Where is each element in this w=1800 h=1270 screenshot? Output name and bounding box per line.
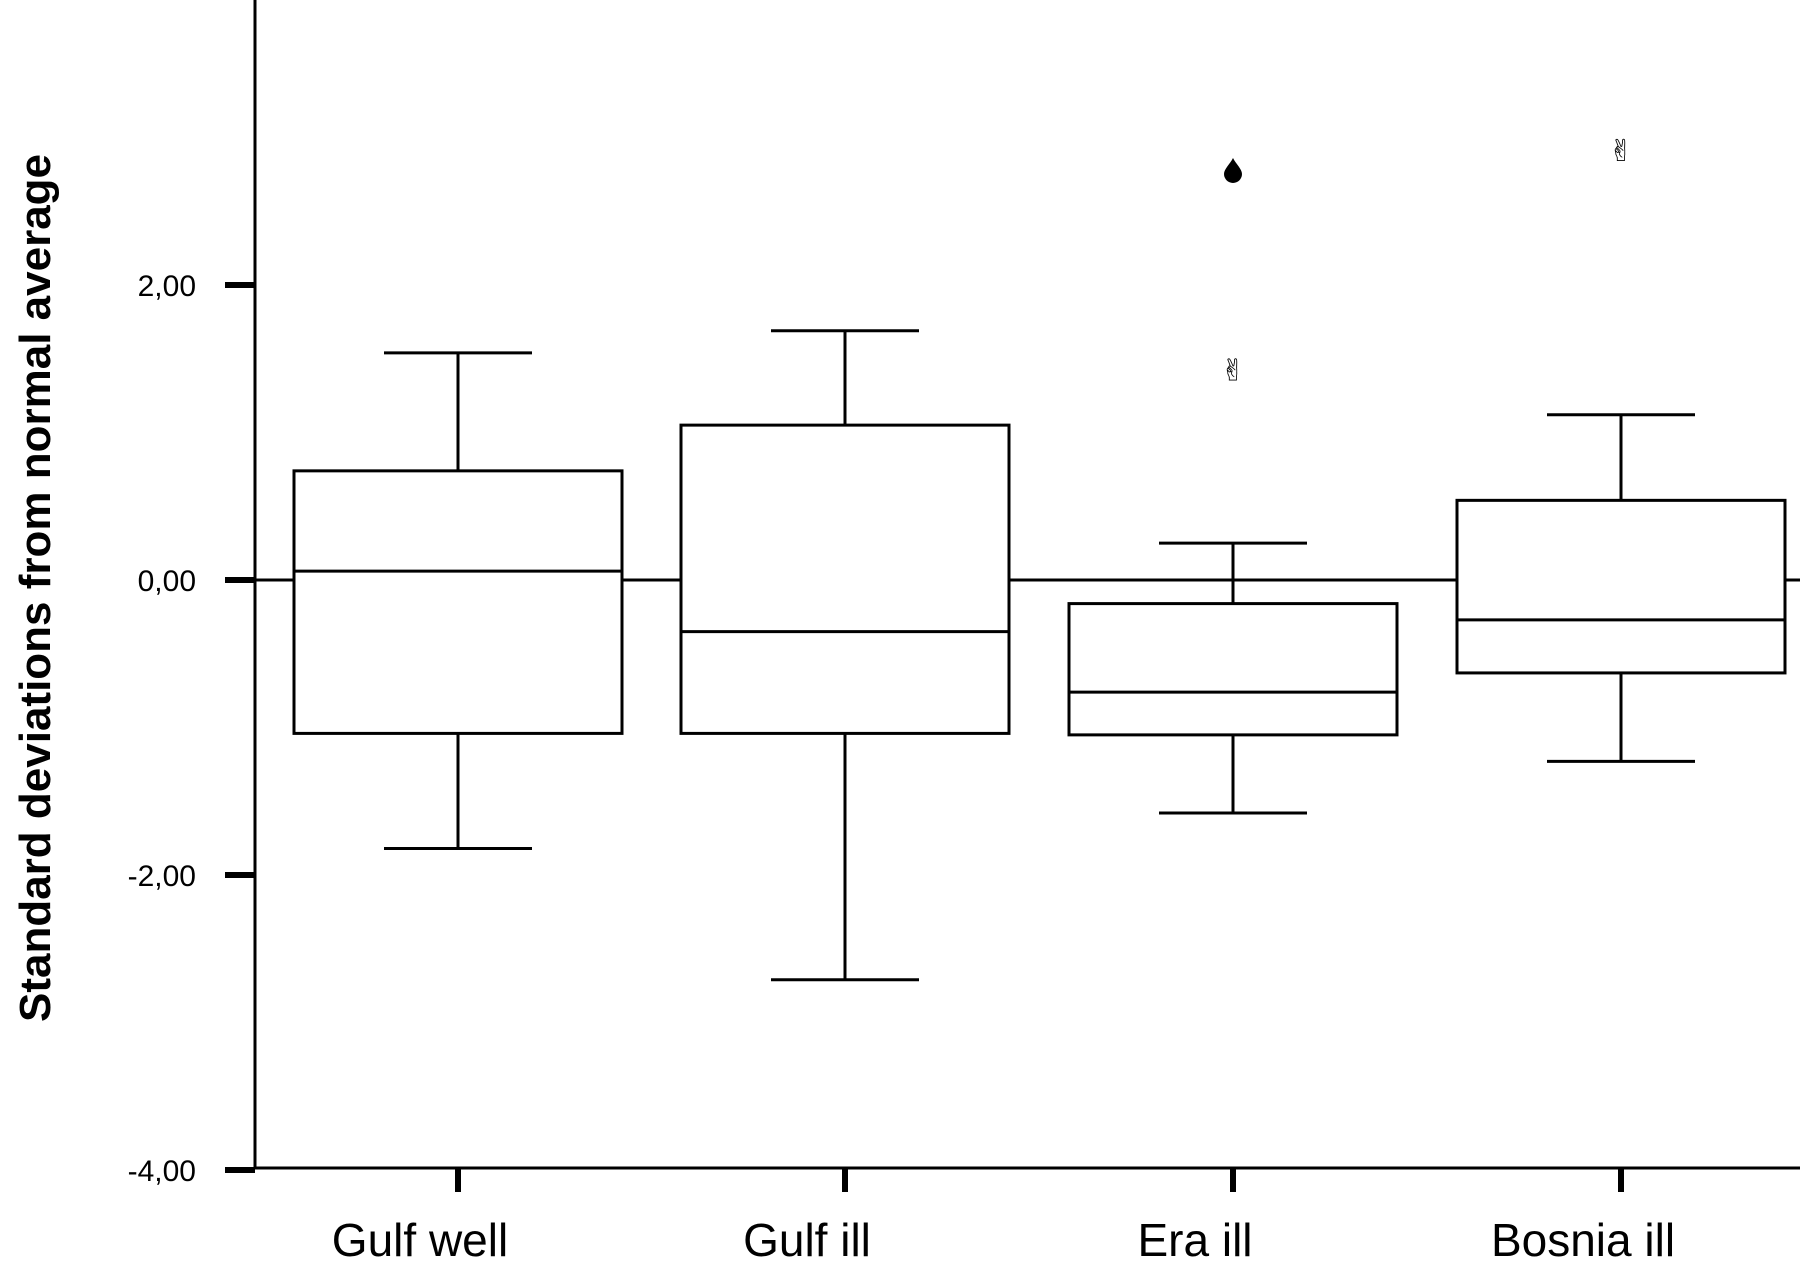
x-tick-label: Era ill <box>1137 1214 1252 1266</box>
y-tick-label: 0,00 <box>138 565 196 598</box>
y-axis-ticks: 2,00 0,00 -2,00 -4,00 <box>128 270 255 1188</box>
y-tick-label: -4,00 <box>128 1155 196 1188</box>
y-tick-label: -2,00 <box>128 860 196 893</box>
x-tick-label: Gulf well <box>332 1214 508 1266</box>
y-tick-label: 2,00 <box>138 270 196 303</box>
x-axis-ticks: Gulf well Gulf ill Era ill Bosnia ill <box>332 1168 1675 1266</box>
outlier-marker: ✌ <box>1608 134 1633 169</box>
x-tick-label: Gulf ill <box>743 1214 871 1266</box>
box-gulf-well <box>292 351 624 850</box>
outlier-extreme-marker <box>1224 157 1242 183</box>
x-tick-label: Bosnia ill <box>1491 1214 1675 1266</box>
iqr-box <box>1067 602 1399 737</box>
boxes: ✌✌ <box>292 134 1787 982</box>
iqr-box <box>1455 498 1787 675</box>
box-gulf-ill <box>679 329 1011 982</box>
iqr-box <box>292 469 624 735</box>
outlier-marker: ✌ <box>1220 354 1245 389</box>
axes <box>253 0 1800 1170</box>
box-era-ill: ✌ <box>1067 157 1399 815</box>
y-axis-label: Standard deviations from normal average <box>11 154 60 1022</box>
iqr-box <box>679 423 1011 735</box>
box-bosnia-ill: ✌ <box>1455 134 1787 763</box>
